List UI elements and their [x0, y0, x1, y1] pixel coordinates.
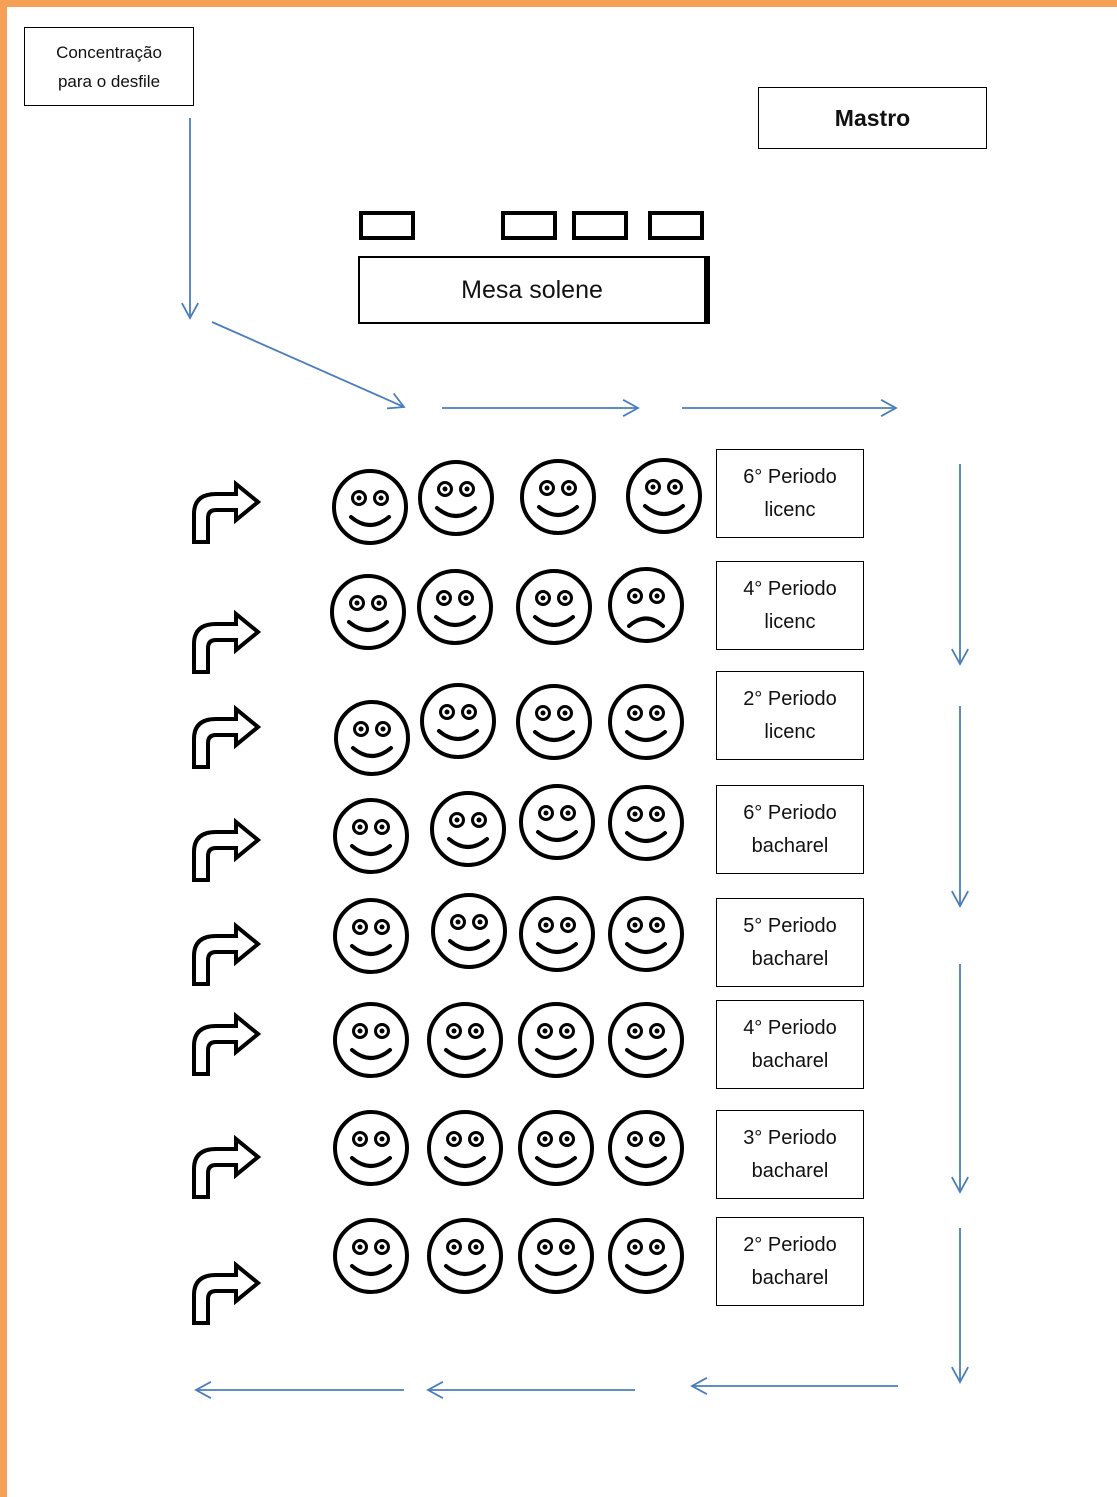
seat-2 [501, 211, 557, 240]
smiley-face-icon [608, 896, 684, 972]
mastro-label: Mastro [834, 104, 911, 131]
period-label: 2° Periodo bacharel [743, 1233, 837, 1289]
smiley-face-icon [431, 893, 507, 969]
period-box: 4° Periodo licenc [716, 561, 864, 650]
smiley-face-icon [333, 798, 409, 874]
seat-1 [359, 211, 415, 240]
flow-arrow-icon [690, 1377, 898, 1395]
period-box: 2° Periodo licenc [716, 671, 864, 760]
period-label: 5° Periodo bacharel [743, 914, 837, 970]
smiley-face-icon [608, 1218, 684, 1294]
turn-right-arrow-icon [192, 479, 262, 544]
period-box: 5° Periodo bacharel [716, 898, 864, 987]
period-label: 6° Periodo bacharel [743, 801, 837, 857]
smiley-face-icon [427, 1110, 503, 1186]
turn-right-arrow-icon [192, 1134, 262, 1199]
period-box: 3° Periodo bacharel [716, 1110, 864, 1199]
smiley-face-icon [516, 684, 592, 760]
page-border-top [0, 0, 1117, 7]
smiley-face-icon [608, 684, 684, 760]
smiley-face-icon [333, 1110, 409, 1186]
smiley-face-icon [330, 574, 406, 650]
turn-right-arrow-icon [192, 704, 262, 769]
mesa-solene-table: Mesa solene [358, 256, 706, 324]
period-label: 6° Periodo licenc [743, 465, 837, 521]
page-border-left [0, 0, 7, 1497]
smiley-face-icon [418, 460, 494, 536]
smiley-face-icon [332, 469, 408, 545]
smiley-face-icon [333, 1002, 409, 1078]
smiley-face-icon [518, 1218, 594, 1294]
period-label: 4° Periodo bacharel [743, 1016, 837, 1072]
smiley-face-icon [519, 784, 595, 860]
turn-right-arrow-icon [192, 1260, 262, 1325]
flow-arrow-icon [951, 964, 969, 1194]
sad-face-icon [608, 567, 684, 643]
smiley-face-icon [427, 1218, 503, 1294]
turn-right-arrow-icon [192, 921, 262, 986]
smiley-face-icon [333, 898, 409, 974]
smiley-face-icon [417, 569, 493, 645]
smiley-face-icon [334, 700, 410, 776]
flow-arrow-icon [181, 118, 199, 320]
turn-right-arrow-icon [192, 609, 262, 674]
smiley-face-icon [520, 459, 596, 535]
mesa-label: Mesa solene [461, 275, 603, 304]
flow-arrow-icon [194, 1381, 404, 1399]
smiley-face-icon [430, 791, 506, 867]
smiley-face-icon [333, 1218, 409, 1294]
concentration-box: Concentração para o desfile [24, 27, 194, 106]
concentration-label: Concentração para o desfile [56, 42, 162, 91]
smiley-face-icon [608, 1110, 684, 1186]
turn-right-arrow-icon [192, 1011, 262, 1076]
smiley-face-icon [427, 1002, 503, 1078]
period-box: 6° Periodo bacharel [716, 785, 864, 874]
flow-arrow-icon [951, 464, 969, 666]
seat-4 [648, 211, 704, 240]
smiley-face-icon [608, 785, 684, 861]
smiley-face-icon [420, 683, 496, 759]
smiley-face-icon [519, 896, 595, 972]
smiley-face-icon [516, 569, 592, 645]
period-label: 4° Periodo licenc [743, 577, 837, 633]
period-box: 4° Periodo bacharel [716, 1000, 864, 1089]
period-label: 2° Periodo licenc [743, 687, 837, 743]
turn-right-arrow-icon [192, 817, 262, 882]
period-label: 3° Periodo bacharel [743, 1126, 837, 1182]
smiley-face-icon [626, 458, 702, 534]
flow-arrow-icon [951, 706, 969, 908]
period-box: 6° Periodo licenc [716, 449, 864, 538]
smiley-face-icon [608, 1002, 684, 1078]
flow-arrow-icon [426, 1381, 635, 1399]
period-box: 2° Periodo bacharel [716, 1217, 864, 1306]
flow-arrow-icon [682, 399, 898, 417]
mastro-box: Mastro [758, 87, 987, 149]
flow-arrow-icon [951, 1228, 969, 1384]
smiley-face-icon [518, 1110, 594, 1186]
flow-arrow-icon [442, 399, 640, 417]
flow-arrow-icon [211, 321, 406, 410]
seat-3 [572, 211, 628, 240]
smiley-face-icon [518, 1002, 594, 1078]
